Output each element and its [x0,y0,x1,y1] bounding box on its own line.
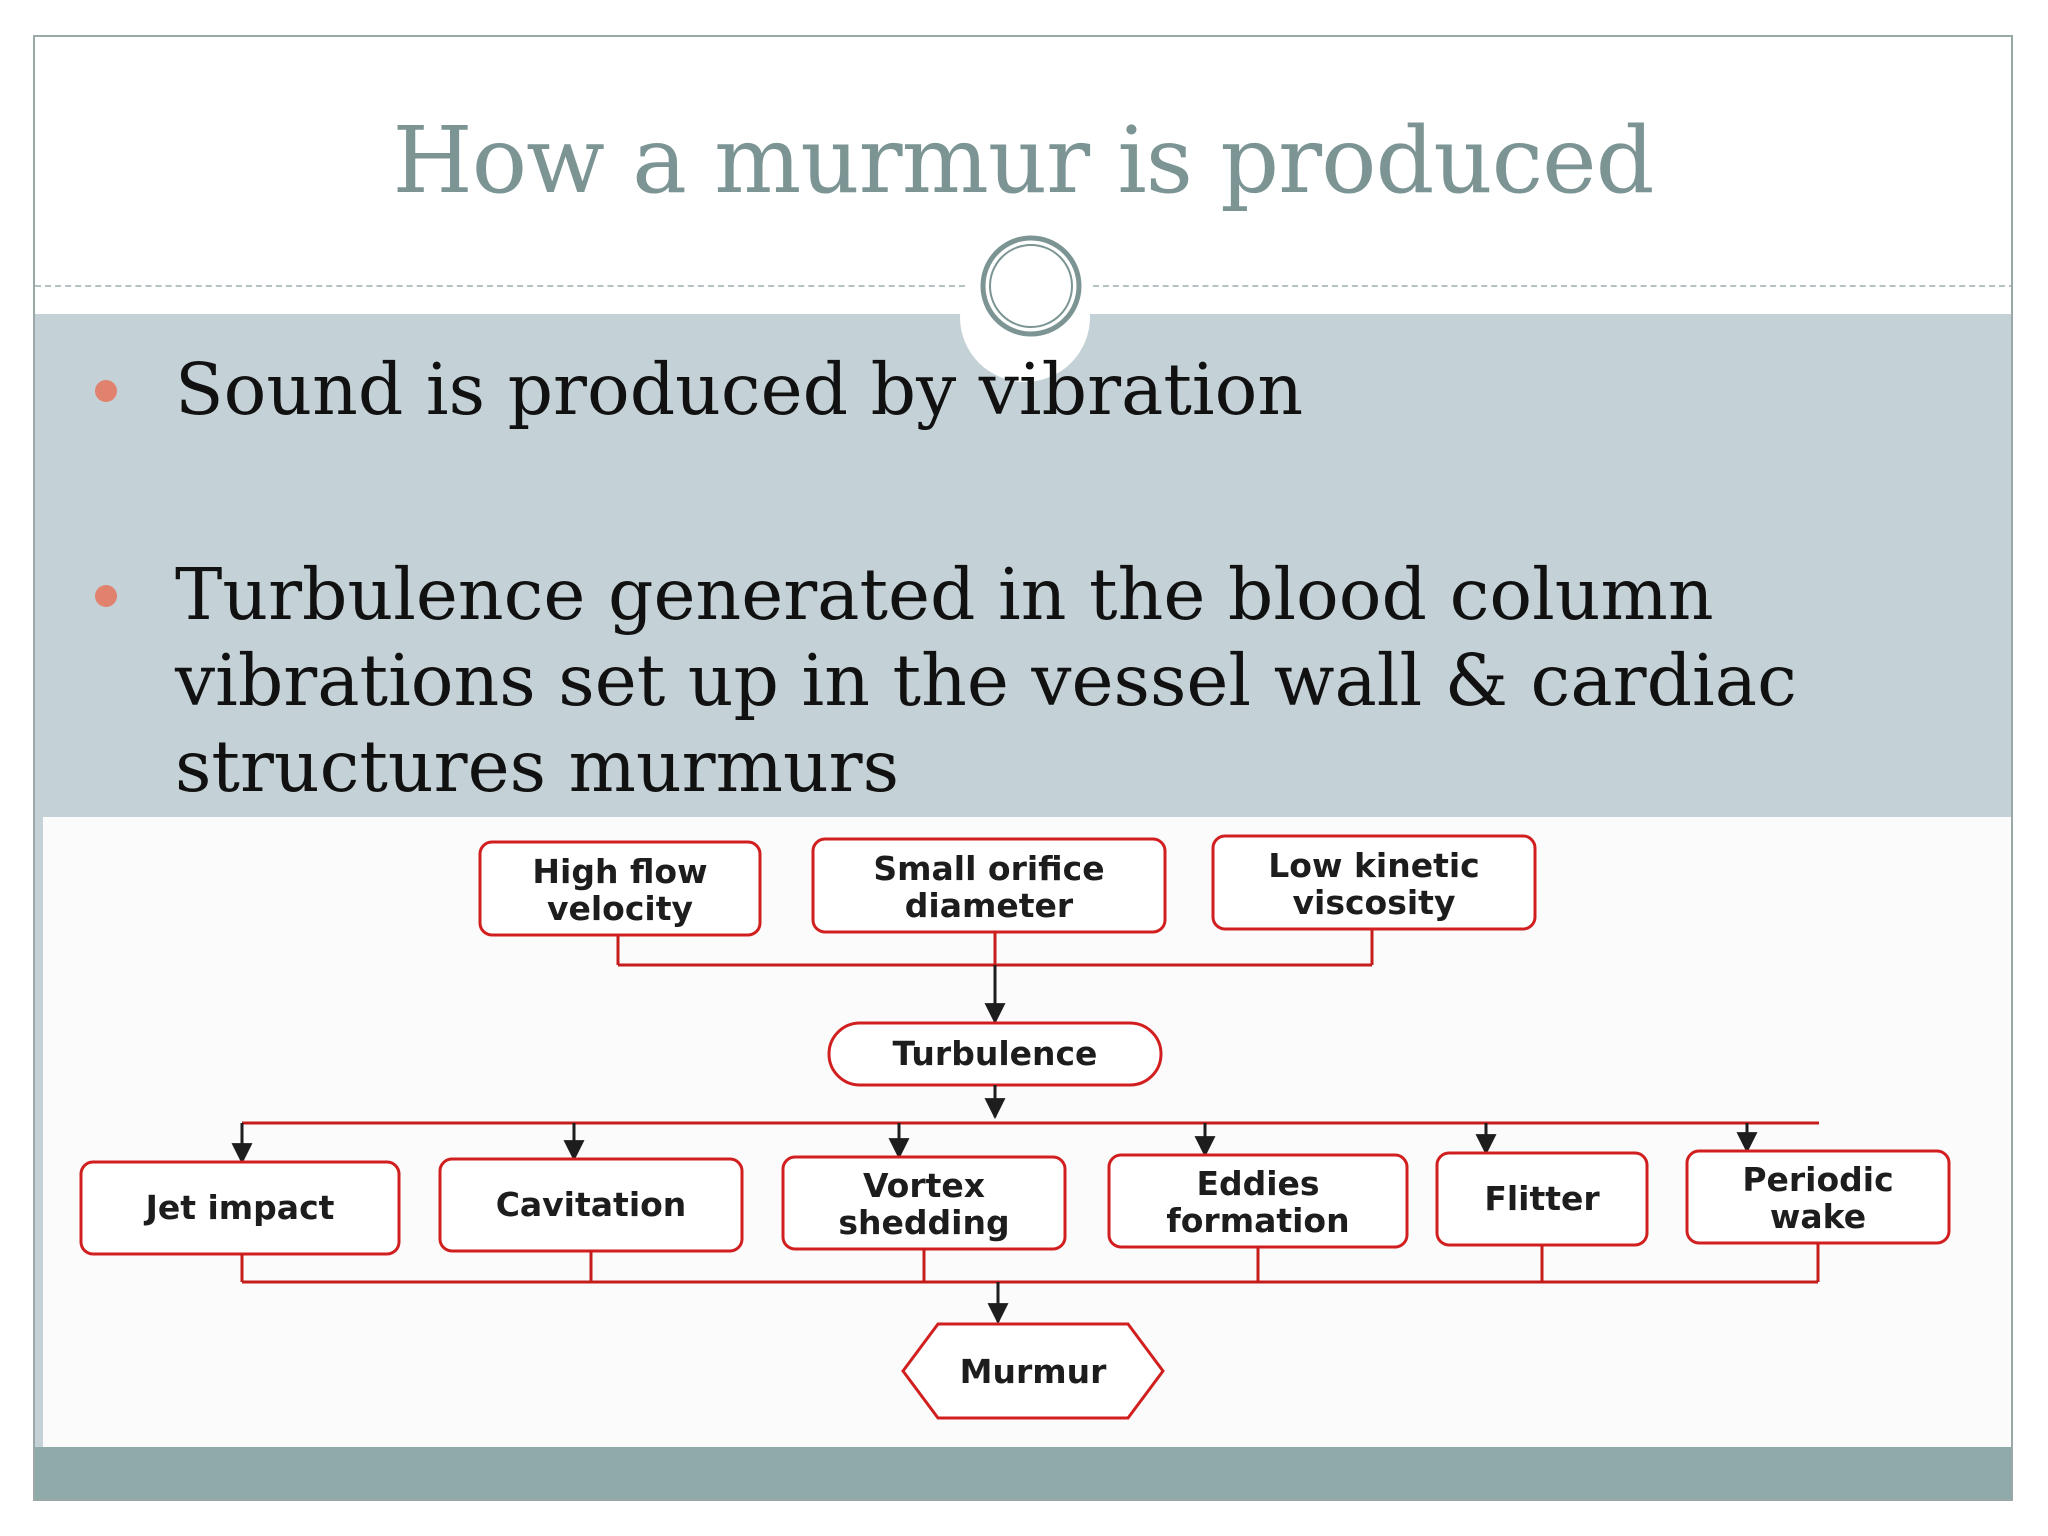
cause-connectors [616,929,1374,1025]
bullet-text: Turbulence generated in the blood column… [175,553,1797,808]
cause-box: Low kinetic viscosity [1211,834,1537,931]
bullet-dot-icon [95,380,117,402]
cause-line1: Low kinetic [1268,846,1479,885]
mechanism-line1: Periodic [1742,1160,1893,1199]
slide: How a murmur is produced Sound is produc… [33,35,2013,1501]
mechanism-line1: Flitter [1484,1179,1600,1218]
bullet-item: Turbulence generated in the blood column… [95,552,1895,822]
mechanism-line1: Eddies [1196,1164,1319,1203]
mechanism-box: Flitter [1435,1151,1649,1247]
flowchart-svg: High flow velocity Small orifice diamete… [79,834,1951,1420]
mechanism-connectors [231,1085,1819,1165]
bullet-item: Sound is produced by vibration [95,347,1895,447]
mechanism-box: Periodic wake [1685,1149,1951,1245]
bullet-dot-icon [95,585,117,607]
cause-line2: velocity [547,889,693,928]
murmur-node: Murmur [901,1322,1165,1420]
cause-box: Small orifice diameter [811,837,1167,934]
turbulence-node: Turbulence [827,1021,1163,1087]
mechanism-line1: Jet impact [144,1188,335,1227]
mechanism-line2: wake [1770,1197,1866,1236]
mechanism-line1: Cavitation [496,1185,687,1224]
cause-line1: Small orifice [873,849,1104,888]
mechanism-line1: Vortex [863,1166,985,1205]
result-connectors [240,1243,1820,1325]
divider-circle-icon [980,235,1082,337]
mechanism-line2: shedding [838,1203,1009,1242]
bullet-text: Sound is produced by vibration [175,348,1304,431]
mechanism-line2: formation [1166,1201,1349,1240]
mechanism-box: Eddies formation [1107,1153,1409,1249]
cause-line2: diameter [905,886,1074,925]
mechanism-box: Vortex shedding [781,1155,1067,1251]
title-divider-right [1093,285,2011,287]
turbulence-label: Turbulence [893,1034,1098,1073]
mechanism-box: Cavitation [438,1157,744,1253]
slide-title: How a murmur is produced [392,107,1654,214]
cause-box: High flow velocity [478,840,762,937]
cause-line2: viscosity [1293,883,1456,922]
mechanism-box: Jet impact [79,1160,401,1256]
murmur-flowchart: High flow velocity Small orifice diamete… [43,817,2011,1447]
murmur-label: Murmur [960,1352,1107,1391]
footer-band [35,1447,2011,1499]
cause-line1: High flow [532,852,707,891]
title-divider-left [35,285,965,287]
